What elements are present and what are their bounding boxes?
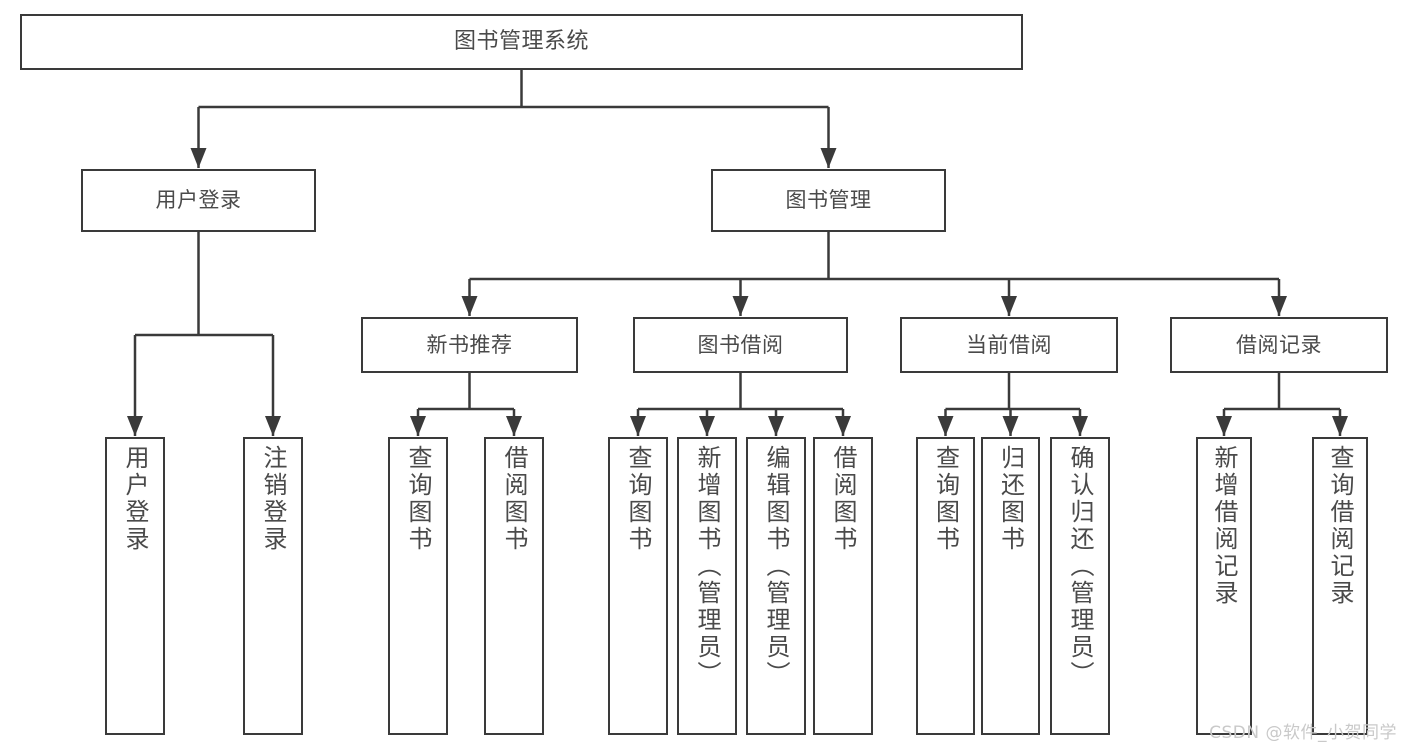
node-label: 图书管理系统 — [453, 28, 589, 54]
node-label: 新书推荐 — [426, 332, 513, 357]
arrowhead-icon — [937, 416, 954, 436]
node-label: 图书借阅 — [697, 332, 784, 357]
node-label: 新增借阅记录 — [1210, 445, 1238, 607]
arrowhead-icon — [768, 416, 784, 436]
node-current[interactable]: 当前借阅 — [900, 317, 1118, 373]
node-label: 编辑图书（管理员） — [762, 445, 790, 688]
arrowhead-icon — [630, 416, 646, 436]
arrowhead-icon — [699, 416, 715, 436]
arrowhead-icon — [461, 296, 478, 316]
node-label: 查询借阅记录 — [1326, 445, 1354, 607]
node-label: 查询图书 — [931, 445, 960, 553]
node-label: 新增图书（管理员） — [693, 445, 721, 688]
node-leaf-cur-confirm[interactable]: 确认归还（管理员） — [1050, 437, 1110, 735]
node-root[interactable]: 图书管理系统 — [20, 14, 1023, 70]
node-leaf-cur-query[interactable]: 查询图书 — [916, 437, 975, 735]
node-label: 用户登录 — [121, 445, 149, 553]
node-leaf-bk-query[interactable]: 查询图书 — [608, 437, 668, 735]
node-login[interactable]: 用户登录 — [81, 169, 316, 232]
arrowhead-icon — [1216, 416, 1232, 436]
node-label: 当前借阅 — [966, 332, 1052, 357]
node-label: 图书管理 — [785, 188, 872, 213]
arrowhead-icon — [820, 148, 837, 168]
node-label: 归还图书 — [996, 445, 1025, 553]
arrowhead-icon — [1072, 416, 1088, 436]
node-label: 借阅图书 — [500, 445, 528, 553]
node-label: 注销登录 — [259, 445, 287, 553]
node-leaf-login[interactable]: 用户登录 — [105, 437, 165, 735]
node-label: 借阅图书 — [829, 445, 857, 553]
arrowhead-icon — [190, 148, 207, 168]
node-label: 用户登录 — [155, 188, 242, 213]
node-label: 借阅记录 — [1236, 332, 1322, 357]
node-leaf-rec-query[interactable]: 查询借阅记录 — [1312, 437, 1368, 735]
arrowhead-icon — [1001, 296, 1017, 316]
node-borrow[interactable]: 图书借阅 — [633, 317, 848, 373]
arrowhead-icon — [410, 416, 426, 436]
node-leaf-rec-add[interactable]: 新增借阅记录 — [1196, 437, 1252, 735]
arrowhead-icon — [127, 416, 143, 436]
arrowhead-icon — [835, 416, 851, 436]
arrowhead-icon — [506, 416, 522, 436]
node-leaf-bk-add[interactable]: 新增图书（管理员） — [677, 437, 737, 735]
arrowhead-icon — [732, 296, 749, 316]
node-newbook[interactable]: 新书推荐 — [361, 317, 578, 373]
arrowhead-icon — [1002, 416, 1019, 436]
node-leaf-bk-edit[interactable]: 编辑图书（管理员） — [746, 437, 806, 735]
node-leaf-logout[interactable]: 注销登录 — [243, 437, 303, 735]
node-label: 确认归还（管理员） — [1066, 445, 1094, 688]
node-label: 查询图书 — [624, 445, 652, 553]
node-leaf-nb-borrow[interactable]: 借阅图书 — [484, 437, 544, 735]
arrowhead-icon — [1271, 296, 1287, 316]
node-leaf-cur-return[interactable]: 归还图书 — [981, 437, 1040, 735]
arrowhead-icon — [265, 416, 281, 436]
node-leaf-bk-borrow[interactable]: 借阅图书 — [813, 437, 873, 735]
node-records[interactable]: 借阅记录 — [1170, 317, 1388, 373]
arrowhead-icon — [1332, 416, 1348, 436]
node-bookmgmt[interactable]: 图书管理 — [711, 169, 946, 232]
node-label: 查询图书 — [404, 445, 432, 553]
node-leaf-nb-query[interactable]: 查询图书 — [388, 437, 448, 735]
csdn-watermark: CSDN @软件_小贺同学 — [1209, 723, 1397, 743]
